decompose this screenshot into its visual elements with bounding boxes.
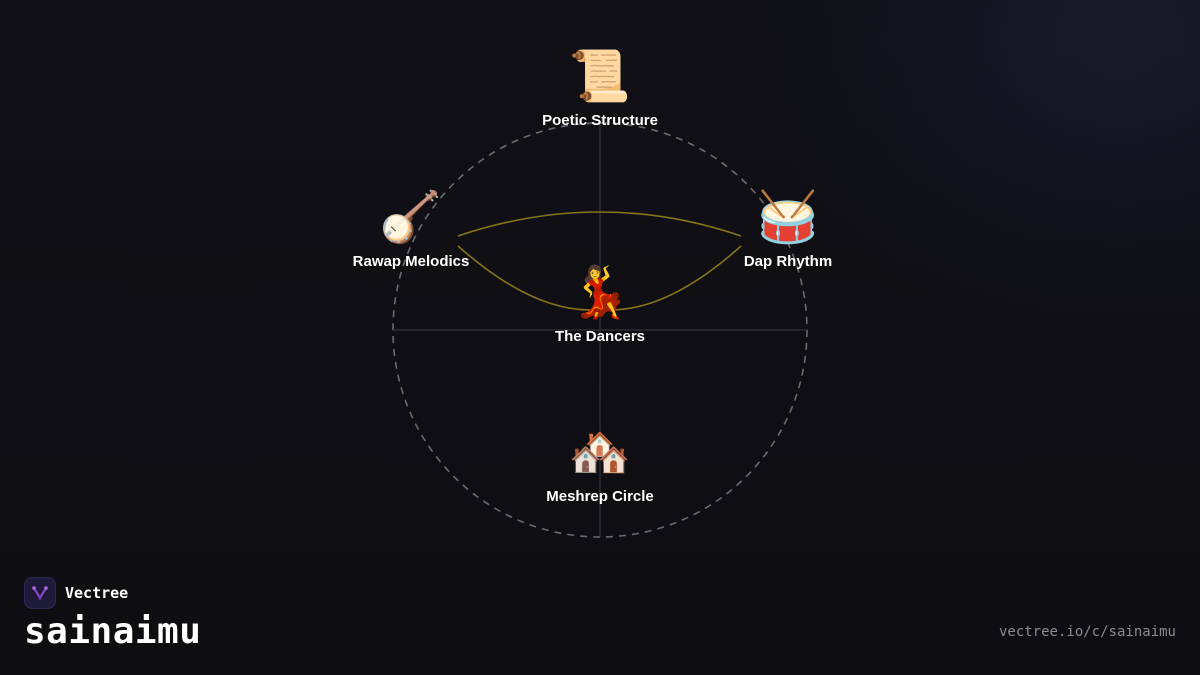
node-meshrep-circle: 🏘️ Meshrep Circle xyxy=(546,424,654,505)
node-rawap-melodics: 🪕 Rawap Melodics xyxy=(353,189,470,270)
scroll-icon: 📜 xyxy=(568,47,632,105)
connector-rawap-dancers xyxy=(457,245,591,311)
brand-block: Vectree sainaimu xyxy=(24,577,201,652)
vectree-logo-mark xyxy=(32,586,48,600)
connector-rawap-dap xyxy=(457,211,742,237)
node-the-dancers: 💃 The Dancers xyxy=(555,264,645,345)
channel-name: sainaimu xyxy=(24,611,202,652)
node-dap-rhythm: 🥁 Dap Rhythm xyxy=(744,189,832,270)
node-label: Rawap Melodics xyxy=(352,253,470,270)
brand-name: Vectree xyxy=(65,584,129,602)
node-label: Meshrep Circle xyxy=(546,488,654,505)
node-label: Dap Rhythm xyxy=(743,253,833,270)
vectree-logo-icon xyxy=(24,577,56,609)
node-label: The Dancers xyxy=(554,328,646,345)
brand-row: Vectree xyxy=(24,577,201,609)
channel-url[interactable]: vectree.io/c/sainaimu xyxy=(998,624,1176,640)
drum-icon: 🥁 xyxy=(756,188,820,246)
node-poetic-structure: 📜 Poetic Structure xyxy=(542,48,658,129)
node-label: Poetic Structure xyxy=(542,112,658,129)
dancer-icon: 💃 xyxy=(568,263,632,321)
banjo-icon: 🪕 xyxy=(379,188,443,246)
connector-dap-dancers xyxy=(609,245,742,311)
houses-icon: 🏘️ xyxy=(568,423,632,481)
